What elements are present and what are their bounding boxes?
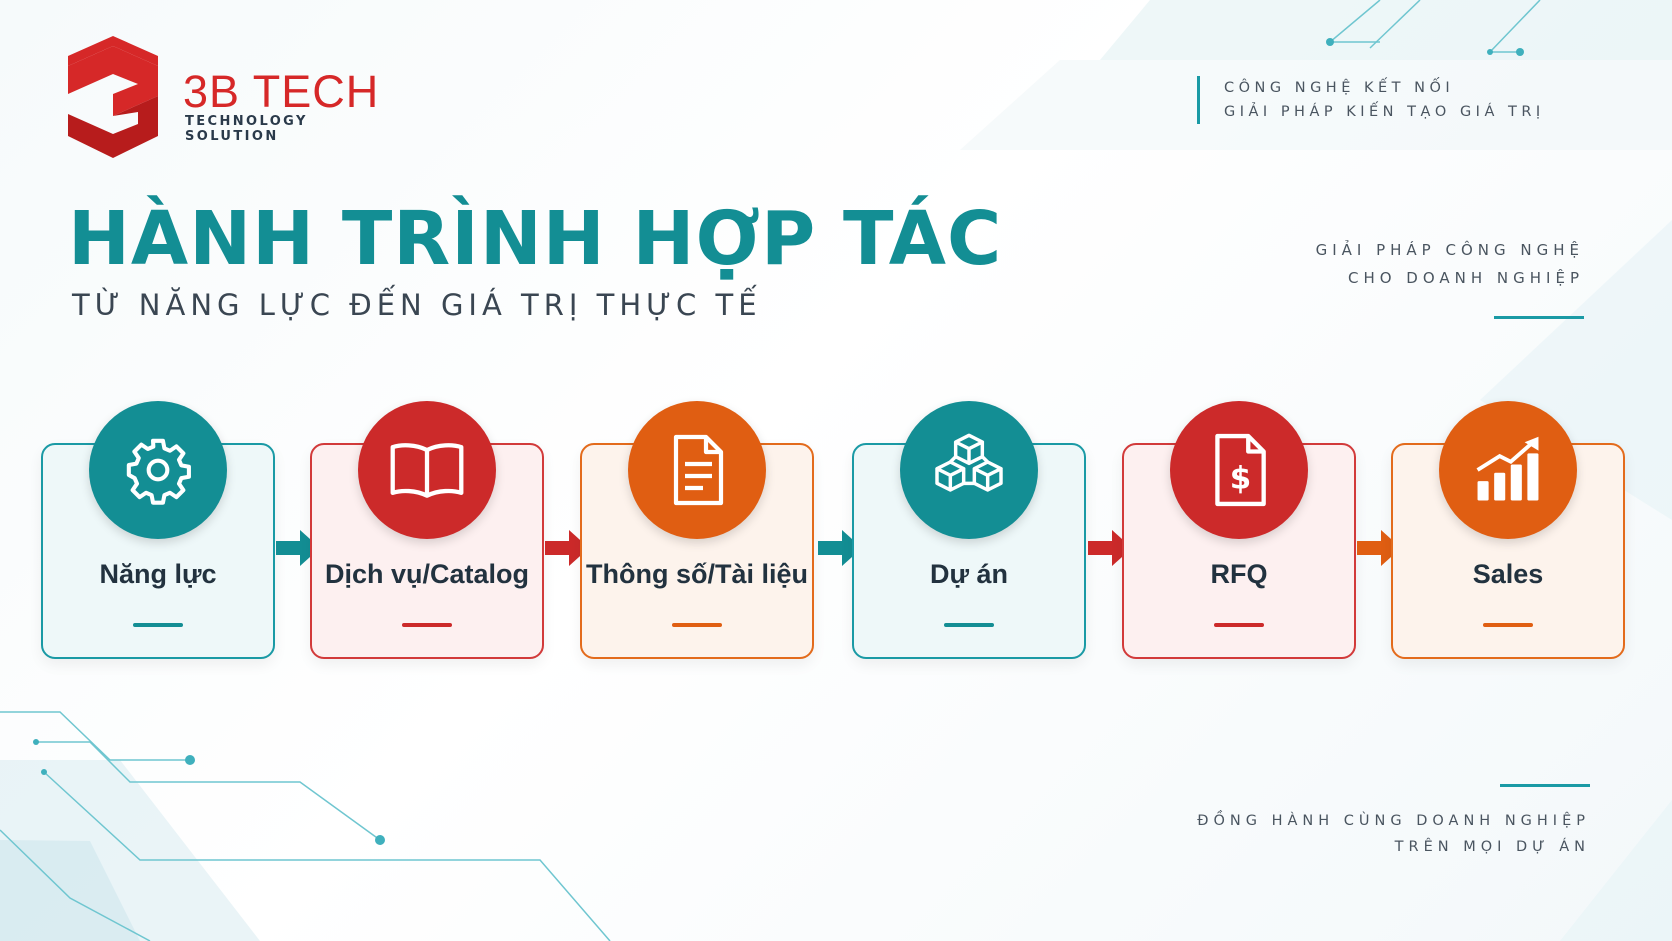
step-underline [672,623,722,627]
step-icon-circle [628,401,766,539]
step-label: Năng lực [99,559,217,589]
tagline-mid-line: GIẢI PHÁP CÔNG NGHỆ [1315,241,1584,259]
step-label: RFQ [1210,559,1268,589]
arrow-right-icon [1357,530,1401,566]
step-icon-circle: $ [1170,401,1308,539]
svg-text:$: $ [1230,461,1251,497]
document-icon [673,434,724,506]
step-icon-circle [358,401,496,539]
book-icon [390,443,464,498]
step-card-dich-vu-catalog: Dịch vụ/Catalog [310,401,544,659]
arrow-right-icon [818,530,862,566]
divider [1494,316,1584,319]
step-label: Thông số/Tài liệu [586,559,808,589]
step-underline [1214,623,1264,627]
brand-logo: 3B TECH TECHNOLOGY SOLUTION [68,36,398,166]
step-label: Dự án [929,559,1009,589]
logo-mark-icon [68,36,158,158]
page-subtitle: TỪ NĂNG LỰC ĐẾN GIÁ TRỊ THỰC TẾ [72,288,762,322]
step-underline [133,623,183,627]
tagline-mid-line: CHO DOANH NGHIỆP [1347,269,1584,287]
growth-chart-icon [1476,436,1539,501]
step-icon-circle [1439,401,1577,539]
divider [1500,784,1590,787]
step-card-sales: Sales [1391,401,1625,659]
step-label: Sales [1472,559,1544,589]
step-card-nang-luc: Năng lực [41,401,275,659]
tagline-mid: GIẢI PHÁP CÔNG NGHỆ CHO DOANH NGHIỆP [1315,236,1584,319]
tagline-top-line: GIẢI PHÁP KIẾN TẠO GIÁ TRỊ [1224,104,1545,120]
step-card-du-an: Dự án [852,401,1086,659]
tagline-bottom-line: TRÊN MỌI DỰ ÁN [1394,839,1590,855]
arrow-right-icon [1088,530,1132,566]
gear-icon [126,438,191,505]
quote-document-icon: $ [1215,433,1266,507]
tagline-bottom-line: ĐỒNG HÀNH CÙNG DOANH NGHIỆP [1197,813,1590,829]
step-card-rfq: $ RFQ [1122,401,1356,659]
brand-subtitle: TECHNOLOGY SOLUTION [185,114,308,144]
cubes-icon [935,433,1003,492]
step-card-thong-so-tai-lieu: Thông số/Tài liệu [580,401,814,659]
step-underline [1483,623,1533,627]
step-icon-circle [89,401,227,539]
step-icon-circle [900,401,1038,539]
arrow-right-icon [545,530,589,566]
tagline-top: CÔNG NGHỆ KẾT NỐI GIẢI PHÁP KIẾN TẠO GIÁ… [1197,76,1584,124]
step-label: Dịch vụ/Catalog [324,559,530,589]
tagline-bottom: ĐỒNG HÀNH CÙNG DOANH NGHIỆP TRÊN MỌI DỰ … [1197,808,1590,860]
step-underline [944,623,994,627]
step-underline [402,623,452,627]
arrow-right-icon [276,530,320,566]
brand-name: 3B TECH [183,66,380,117]
page-title: HÀNH TRÌNH HỢP TÁC [68,196,1003,282]
tagline-top-line: CÔNG NGHỆ KẾT NỐI [1224,80,1455,96]
